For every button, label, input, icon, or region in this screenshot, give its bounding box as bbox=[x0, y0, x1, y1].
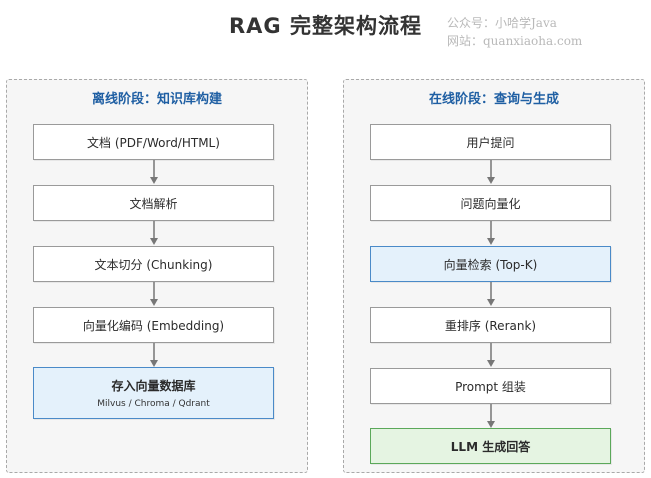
online-step-label: 用户提问 bbox=[466, 135, 515, 150]
online-step-question: 用户提问 bbox=[370, 124, 611, 160]
vector-db-subtitle: Milvus / Chroma / Qdrant bbox=[97, 399, 210, 409]
offline-step-label: 文档解析 bbox=[129, 196, 178, 211]
watermark-account: 公众号：小哈学Java bbox=[447, 16, 557, 30]
offline-step-label: 向量化编码 (Embedding) bbox=[82, 318, 225, 333]
offline-step-chunking: 文本切分 (Chunking) bbox=[33, 246, 274, 282]
offline-step-label: 文档 (PDF/Word/HTML) bbox=[87, 135, 220, 150]
online-panel-title: 在线阶段：查询与生成 bbox=[428, 92, 559, 107]
arrow-down-icon bbox=[150, 221, 158, 245]
offline-step-vector-db: 存入向量数据库 Milvus / Chroma / Qdrant bbox=[33, 367, 274, 419]
online-step-retrieval: 向量检索 (Top-K) bbox=[370, 246, 611, 282]
arrow-down-icon bbox=[487, 282, 495, 306]
online-step-label: 向量检索 (Top-K) bbox=[443, 257, 538, 272]
diagram-title: RAG 完整架构流程 bbox=[229, 14, 422, 38]
arrow-down-icon bbox=[487, 343, 495, 367]
offline-step-label: 存入向量数据库 bbox=[111, 379, 196, 393]
online-step-label: 问题向量化 bbox=[460, 196, 521, 211]
offline-step-embedding: 向量化编码 (Embedding) bbox=[33, 307, 274, 343]
offline-panel: 离线阶段：知识库构建 文档 (PDF/Word/HTML) 文档解析 文本切分 … bbox=[6, 79, 308, 473]
online-step-label: LLM 生成回答 bbox=[450, 439, 531, 454]
offline-step-parse: 文档解析 bbox=[33, 185, 274, 221]
watermark-website: 网站：quanxiaoha.com bbox=[447, 34, 583, 48]
arrow-down-icon bbox=[150, 160, 158, 184]
offline-step-label: 文本切分 (Chunking) bbox=[94, 257, 213, 272]
watermark: 公众号：小哈学Java 网站：quanxiaoha.com bbox=[447, 14, 637, 50]
arrow-down-icon bbox=[150, 343, 158, 367]
online-step-vectorize: 问题向量化 bbox=[370, 185, 611, 221]
offline-step-document: 文档 (PDF/Word/HTML) bbox=[33, 124, 274, 160]
online-step-label: Prompt 组装 bbox=[455, 379, 526, 394]
arrow-down-icon bbox=[487, 404, 495, 428]
arrow-down-icon bbox=[150, 282, 158, 306]
online-step-prompt: Prompt 组装 bbox=[370, 368, 611, 404]
arrow-down-icon bbox=[487, 160, 495, 184]
online-step-label: 重排序 (Rerank) bbox=[444, 318, 537, 333]
online-panel: 在线阶段：查询与生成 用户提问 问题向量化 向量检索 (Top-K) 重排序 (… bbox=[343, 79, 645, 473]
arrow-down-icon bbox=[487, 221, 495, 245]
online-step-rerank: 重排序 (Rerank) bbox=[370, 307, 611, 343]
offline-panel-title: 离线阶段：知识库构建 bbox=[91, 92, 222, 107]
online-step-llm-answer: LLM 生成回答 bbox=[370, 428, 611, 464]
